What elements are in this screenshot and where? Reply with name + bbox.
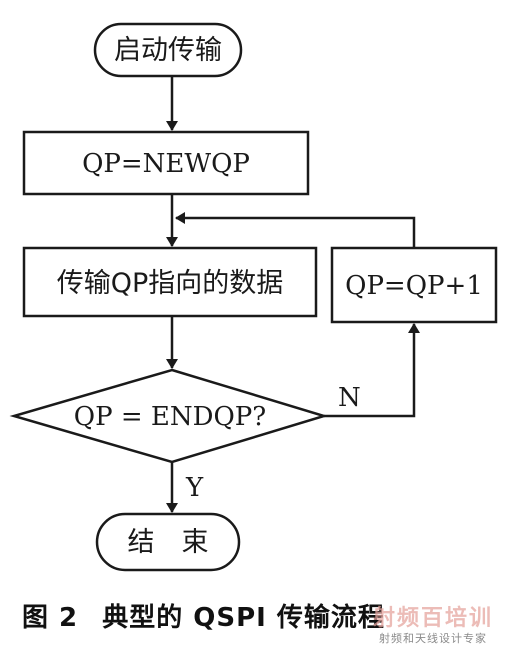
yes-label: Y (185, 473, 204, 503)
figure-title: 典型的 QSPI 传输流程 (102, 603, 385, 633)
transfer-label: 传输QP指向的数据 (57, 268, 284, 299)
figure-number: 图 2 (22, 603, 79, 633)
watermark-logo: 射频百培训 射频和天线设计专家 (353, 600, 513, 646)
increment-label: QP=QP+1 (345, 271, 483, 301)
transfer-box (22, 246, 318, 318)
start-terminal (93, 22, 243, 78)
no-label: N (338, 383, 361, 413)
arrow-no-branch (324, 323, 420, 418)
end-terminal (95, 512, 241, 572)
figure-caption: 图 2 典型的 QSPI 传输流程 (22, 597, 399, 634)
init-label: QP=NEWQP (82, 149, 250, 179)
end-label: 结 束 (128, 527, 209, 558)
watermark-top: 射频百培训 (372, 606, 493, 631)
start-label: 启动传输 (114, 35, 222, 66)
watermark-bottom: 射频和天线设计专家 (379, 632, 487, 645)
loop-back-line (175, 212, 416, 248)
decision-label: QP = ENDQP? (74, 402, 266, 432)
flowchart: 启动传输 QP=NEWQP 传输QP指向的数据 QP=QP+1 QP = END… (9, 22, 498, 572)
init-box (22, 130, 310, 196)
